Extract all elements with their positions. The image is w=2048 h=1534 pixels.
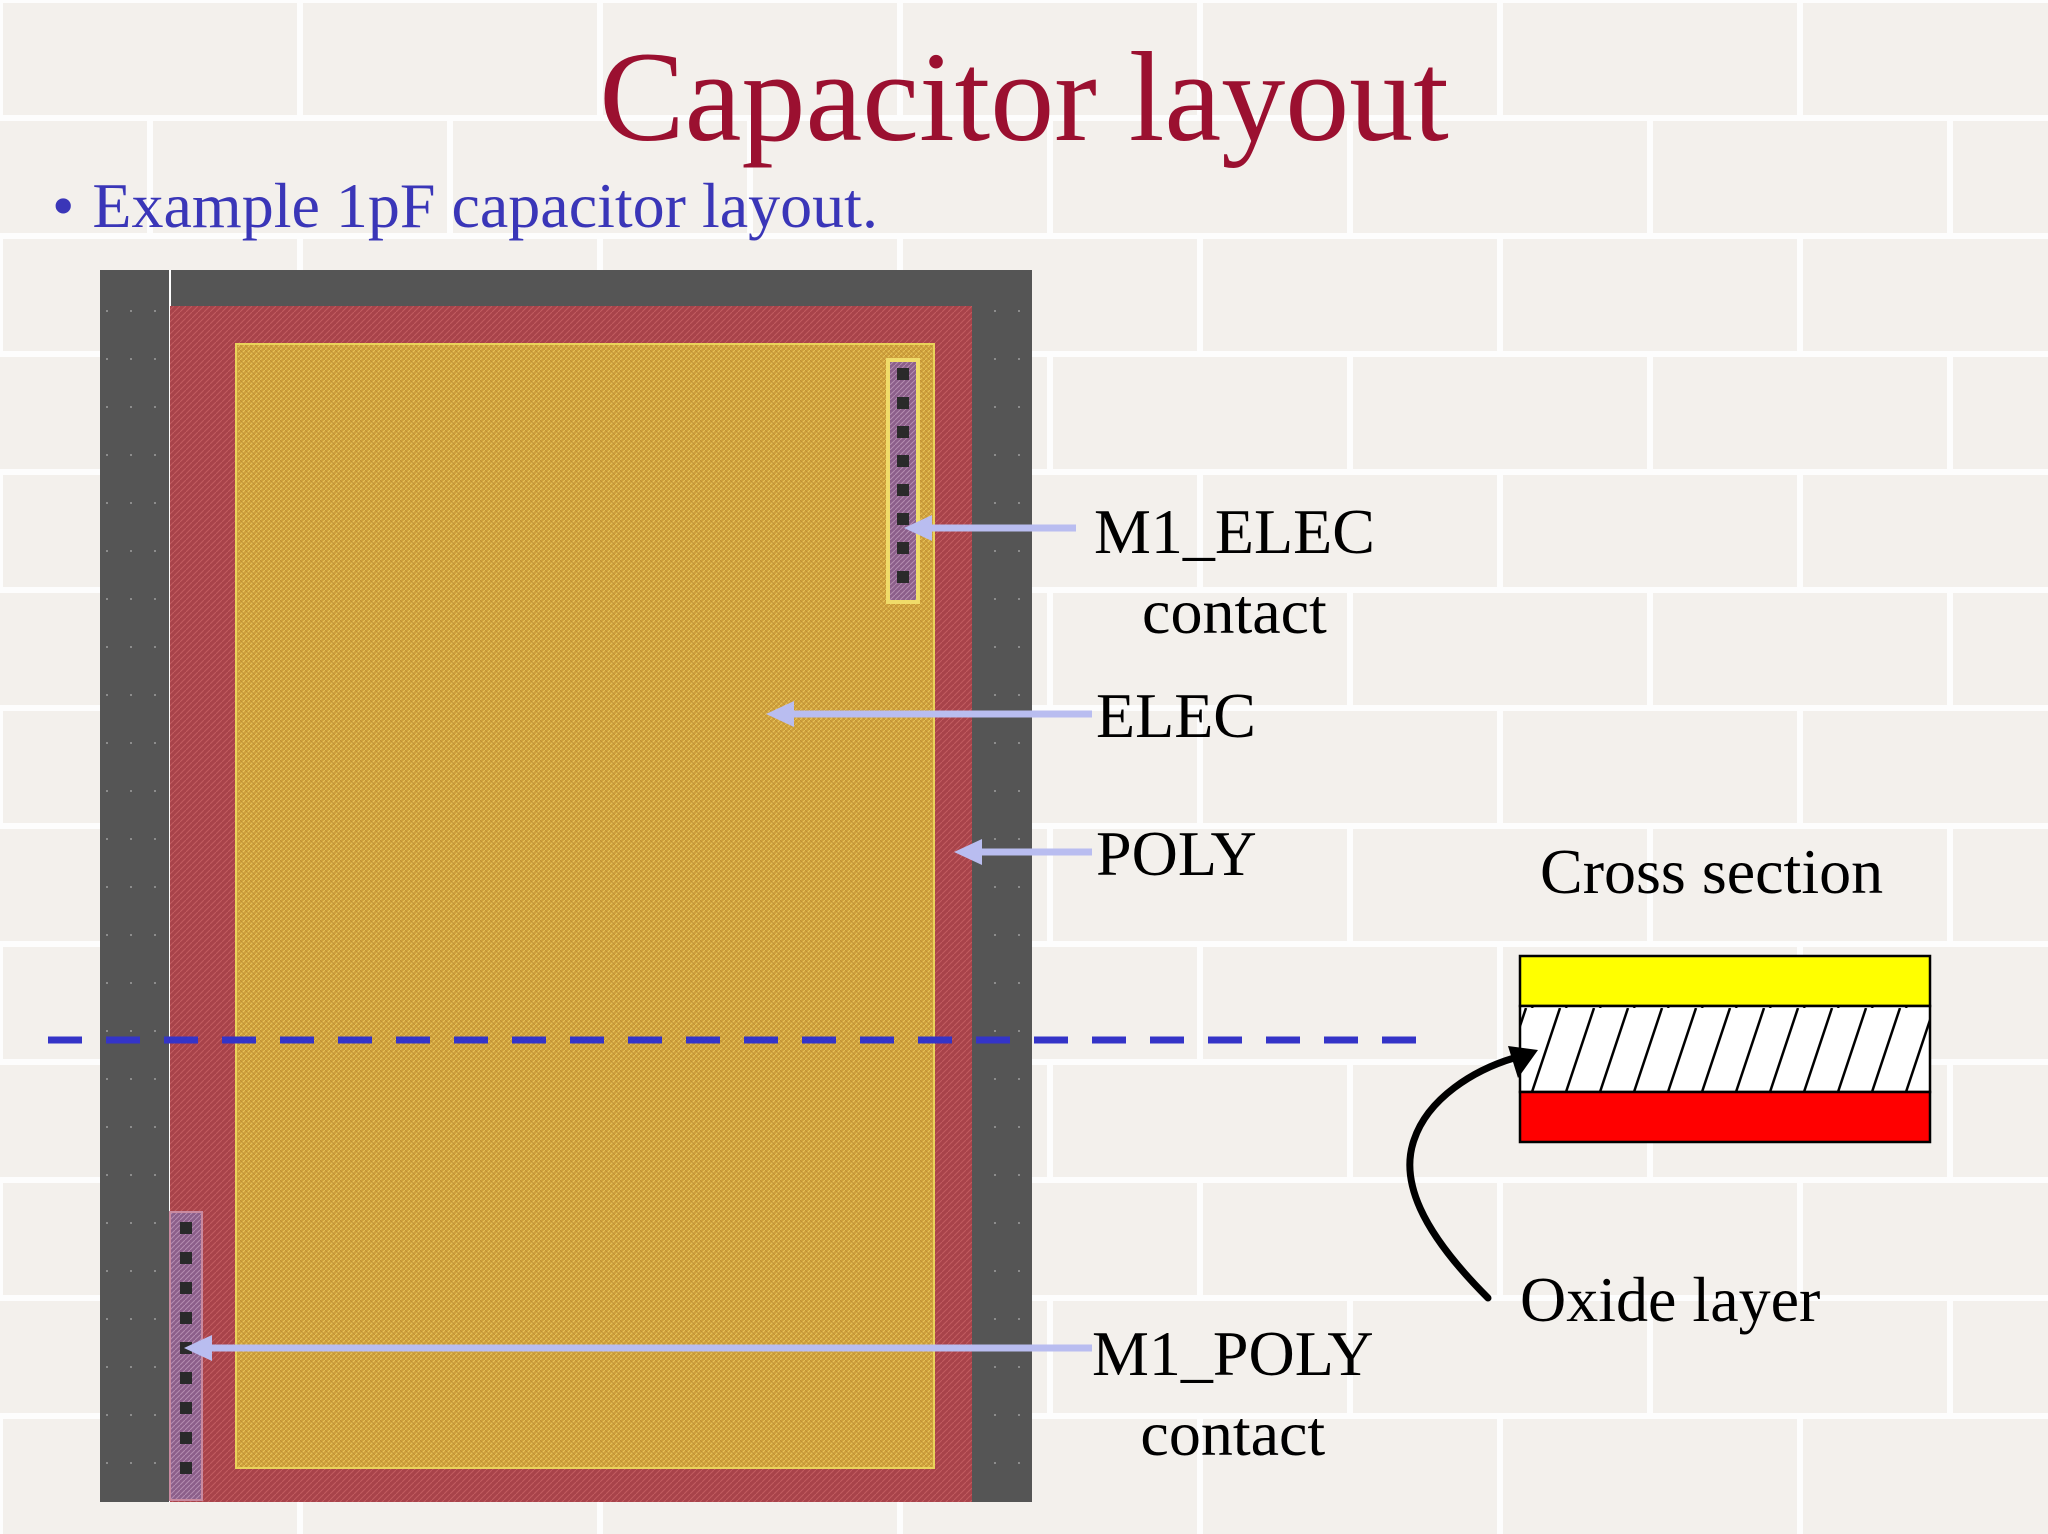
m1-poly-arrow	[184, 1335, 1092, 1361]
m1-poly-contact-cut	[180, 1402, 192, 1414]
bullet-dot: •	[52, 170, 75, 241]
m1-poly-contact-cut	[180, 1462, 192, 1474]
m1-elec-contact-cut	[897, 368, 909, 380]
m1-poly-label: M1_POLY contact	[1092, 1314, 1374, 1474]
elec-label: ELEC	[1096, 680, 1256, 751]
m1-elec-contact-cut	[897, 542, 909, 554]
m1-elec-contact-cut	[897, 455, 909, 467]
cross-section-stack	[1518, 954, 1932, 1144]
m1-poly-contact-strip	[169, 1211, 203, 1501]
m1-elec-contact-cut	[897, 484, 909, 496]
m1-elec-arrow	[904, 515, 1076, 541]
m1-elec-contact-cut	[897, 426, 909, 438]
m1-elec-label: M1_ELEC contact	[1094, 492, 1375, 652]
oxide-layer-label: Oxide layer	[1520, 1264, 1821, 1335]
poly-arrow	[954, 839, 1092, 865]
oxide-pointer-arrow	[1406, 1046, 1538, 1302]
m1-elec-contact-strip	[886, 358, 920, 604]
m1-poly-contact-cut	[180, 1432, 192, 1444]
m1-elec-label-line1: M1_ELEC	[1094, 496, 1375, 567]
m1-elec-contact-cut	[897, 397, 909, 409]
m1-poly-contact-cut	[180, 1372, 192, 1384]
bullet-item: •Example 1pF capacitor layout.	[52, 168, 878, 245]
xs-bottom-plate	[1518, 1090, 1932, 1144]
m1-poly-contact-cut	[180, 1252, 192, 1264]
m1-poly-contact-cut	[180, 1222, 192, 1234]
m1-elec-contact-cut	[897, 513, 909, 525]
m1-poly-contact-cut	[180, 1282, 192, 1294]
m1-poly-contact-cut	[180, 1312, 192, 1324]
cross-section-title: Cross section	[1540, 836, 1884, 907]
slide-title: Capacitor layout	[599, 26, 1449, 168]
m1-poly-label-line2: contact	[1140, 1398, 1326, 1469]
bullet-text: Example 1pF capacitor layout.	[92, 170, 878, 241]
xs-top-plate	[1518, 954, 1932, 1008]
m1-elec-label-line2: contact	[1142, 576, 1327, 647]
poly-label: POLY	[1096, 818, 1257, 889]
elec-layer	[235, 343, 935, 1469]
m1-poly-label-line1: M1_POLY	[1092, 1318, 1374, 1389]
xs-oxide	[1518, 1004, 1932, 1094]
elec-arrow	[766, 701, 1092, 727]
m1-elec-contact-cut	[897, 571, 909, 583]
